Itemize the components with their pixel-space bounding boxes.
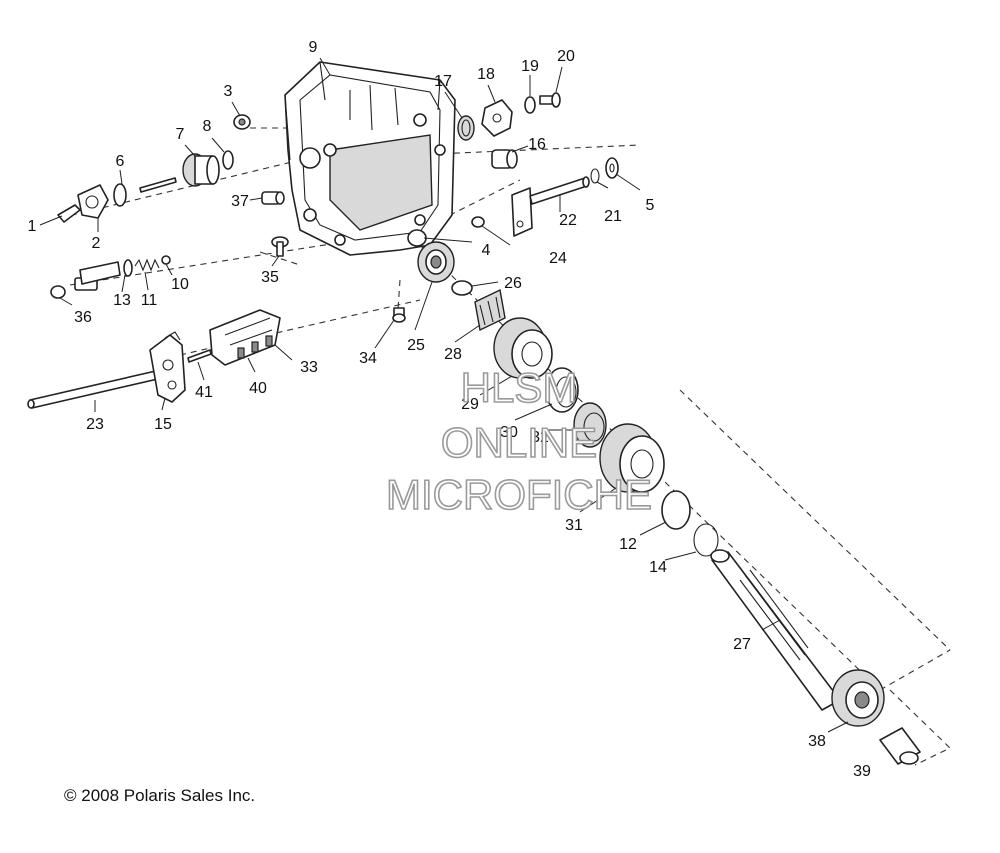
callout-37: 37 [231, 193, 249, 210]
callout-40: 40 [249, 380, 267, 397]
shift-drum-sector [149, 331, 186, 403]
callout-30: 30 [500, 424, 518, 441]
callout-41: 41 [195, 384, 213, 401]
dog-coupler [573, 402, 607, 448]
coil-spring [457, 115, 475, 141]
callout-2: 2 [92, 235, 101, 252]
callout-28: 28 [444, 346, 462, 363]
nut [233, 114, 251, 130]
callout-1: 1 [28, 218, 37, 235]
idler-shaft-plate [511, 176, 590, 237]
callout-26: 26 [504, 275, 522, 292]
callout-11: 11 [141, 292, 158, 309]
shift-fork-carriage [209, 309, 281, 366]
ball-bearing [417, 241, 455, 283]
sealing-washer [524, 96, 536, 114]
snap-ring [693, 523, 719, 557]
callout-33: 33 [300, 359, 318, 376]
shim-washer [451, 280, 473, 296]
callout-labels: 1 2 3 4 5 6 7 8 9 10 11 12 13 14 15 16 1… [28, 39, 871, 780]
switch-bracket [39, 184, 109, 226]
callout-6: 6 [116, 153, 125, 170]
gear-thrust-washer [661, 490, 691, 530]
copyright-notice: © 2008 Polaris Sales Inc. [64, 786, 256, 805]
callout-24: 24 [549, 250, 567, 267]
callout-25: 25 [407, 337, 425, 354]
dowel-pin [471, 216, 485, 228]
callout-38: 38 [808, 733, 826, 750]
callout-8: 8 [203, 118, 212, 135]
callout-leader-lines [59, 57, 849, 733]
circlip [590, 168, 600, 184]
watermark-line-1: HLSM [461, 364, 578, 411]
output-bearing [831, 669, 885, 727]
callout-39: 39 [853, 763, 871, 780]
washer [113, 183, 127, 207]
output-bushing [879, 727, 921, 765]
plug [491, 149, 518, 169]
drive-gear [493, 317, 553, 379]
shift-sleeve [545, 367, 579, 413]
callout-34: 34 [359, 350, 377, 367]
output-shaft [710, 549, 841, 711]
callout-13: 13 [113, 292, 131, 309]
bolt [271, 236, 289, 257]
callout-23: 23 [86, 416, 104, 433]
callout-16: 16 [528, 136, 546, 153]
callout-27: 27 [733, 636, 751, 653]
detent-assembly [50, 255, 171, 299]
callout-32: 32 [531, 429, 549, 446]
callout-21: 21 [604, 208, 622, 225]
callout-22: 22 [559, 212, 577, 229]
callout-4: 4 [482, 242, 491, 259]
callout-12: 12 [619, 536, 637, 553]
reverse-gear [599, 423, 665, 493]
callout-7: 7 [176, 126, 185, 143]
watermark-line-3: MICROFICHE [386, 471, 652, 518]
callout-17: 17 [434, 73, 452, 90]
callout-29: 29 [461, 396, 479, 413]
bushing [261, 191, 285, 205]
callout-10: 10 [171, 276, 189, 293]
thrust-washer [605, 157, 619, 179]
callout-19: 19 [521, 58, 539, 75]
callout-18: 18 [477, 66, 495, 83]
callout-14: 14 [649, 559, 667, 576]
shaft-cover [481, 99, 513, 137]
callout-36: 36 [74, 309, 92, 326]
callout-3: 3 [224, 83, 233, 100]
watermark: HLSM ONLINE MICROFICHE [385, 363, 653, 519]
drain-plug [392, 307, 406, 323]
callout-31: 31 [565, 517, 583, 534]
callout-15: 15 [154, 416, 172, 433]
callout-35: 35 [261, 269, 279, 286]
seal [407, 229, 427, 247]
callout-9: 9 [309, 39, 318, 56]
roller-pin [187, 349, 212, 363]
cover-bolt [539, 92, 561, 108]
callout-5: 5 [646, 197, 655, 214]
speed-sensor-gear [182, 153, 220, 187]
pin [139, 177, 177, 193]
callout-20: 20 [557, 48, 575, 65]
o-ring [222, 150, 234, 170]
needle-bearing [474, 288, 506, 332]
transmission-housing [284, 61, 456, 256]
watermark-line-2: ONLINE [441, 419, 597, 466]
